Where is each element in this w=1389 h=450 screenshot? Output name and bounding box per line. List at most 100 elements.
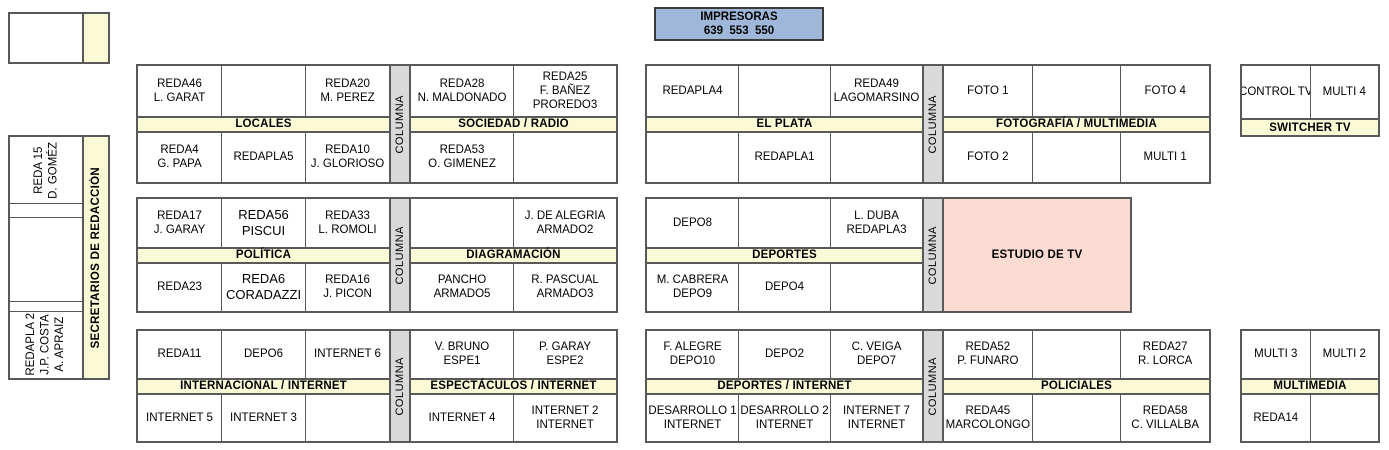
left-empty-box[interactable] xyxy=(8,12,110,64)
desk-cell[interactable]: MULTI 1 xyxy=(1121,133,1209,183)
desk-cell[interactable] xyxy=(1033,66,1122,116)
desk-cell[interactable]: DEPO8 xyxy=(647,199,739,247)
desk-cell[interactable] xyxy=(1033,331,1122,378)
desk-cell[interactable]: REDA11 xyxy=(138,331,222,378)
desk-cell[interactable] xyxy=(222,66,306,116)
desk-cell[interactable]: FOTO 2 xyxy=(944,132,1033,182)
desk-cell[interactable]: REDA23 xyxy=(138,263,222,311)
desk-cell-line: DEPO7 xyxy=(857,355,896,368)
desk-cell[interactable] xyxy=(411,199,514,247)
desk-cell[interactable] xyxy=(739,199,831,247)
desk-cell[interactable] xyxy=(831,264,922,312)
desk-cell[interactable] xyxy=(306,395,389,442)
desk-cell[interactable] xyxy=(514,133,616,183)
desk-cell[interactable]: REDA14 xyxy=(1242,394,1311,441)
desk-cell[interactable]: INTERNET 3 xyxy=(222,394,306,441)
impresoras-codes: 639 553 550 xyxy=(703,25,775,37)
desk-cell[interactable] xyxy=(10,14,82,62)
desk-cell-line: REDA58 xyxy=(1142,404,1188,417)
desk-cell[interactable] xyxy=(10,302,82,312)
desk-cell[interactable]: MULTI 4 xyxy=(1311,66,1379,118)
desk-cell[interactable]: INTERNET 5 xyxy=(138,394,222,441)
desk-cell[interactable] xyxy=(10,204,82,218)
desk-cell[interactable]: DEPO4 xyxy=(739,263,831,311)
desk-cell[interactable]: MULTI 2 xyxy=(1311,331,1379,378)
desk-cell-line: REDA10 xyxy=(325,144,370,157)
desk-cell[interactable] xyxy=(1033,132,1122,182)
desk-cell-line: J. GARAY xyxy=(153,223,206,236)
desk-cell[interactable]: DEPO6 xyxy=(222,331,306,378)
estudio-de-tv-area[interactable]: ESTUDIO DE TV xyxy=(944,199,1130,311)
desk-cell[interactable] xyxy=(1033,394,1122,441)
desk-cell[interactable] xyxy=(739,66,831,116)
desk-cell[interactable] xyxy=(1311,395,1379,442)
desk-cell[interactable]: MULTI 3 xyxy=(1242,331,1311,378)
desk-cell[interactable] xyxy=(647,132,739,182)
desk-cell[interactable]: REDAPLA1 xyxy=(739,132,831,182)
desk-cell[interactable] xyxy=(831,133,922,183)
desk-cell[interactable]: FOTO 1 xyxy=(944,66,1033,116)
desk-cell[interactable]: DEPO2 xyxy=(739,331,831,378)
desk-cell-line: ARMADO5 xyxy=(433,288,491,301)
desk-cell[interactable]: CONTROL TV xyxy=(1242,66,1311,118)
desk-cell[interactable] xyxy=(10,218,82,303)
desk-cell-line: G. PAPA xyxy=(157,158,202,171)
desk-cell[interactable]: REDAPLA4 xyxy=(647,66,739,116)
desk-cell-line: REDA16 xyxy=(325,274,370,287)
desk-cell-line: J. DE ALEGRIA xyxy=(524,209,606,222)
desk-cell[interactable]: FOTO 4 xyxy=(1121,66,1209,116)
desk-cell-line: L. DUBA xyxy=(854,209,899,222)
desk-cell-line: REDA20 xyxy=(325,77,370,90)
desk-cell-line: M. PEREZ xyxy=(320,91,375,104)
desk-cell[interactable]: INTERNET 6 xyxy=(306,331,389,378)
desk-cell[interactable]: INTERNET 4 xyxy=(411,394,514,441)
desk-cell[interactable]: REDAPLA5 xyxy=(222,132,306,182)
